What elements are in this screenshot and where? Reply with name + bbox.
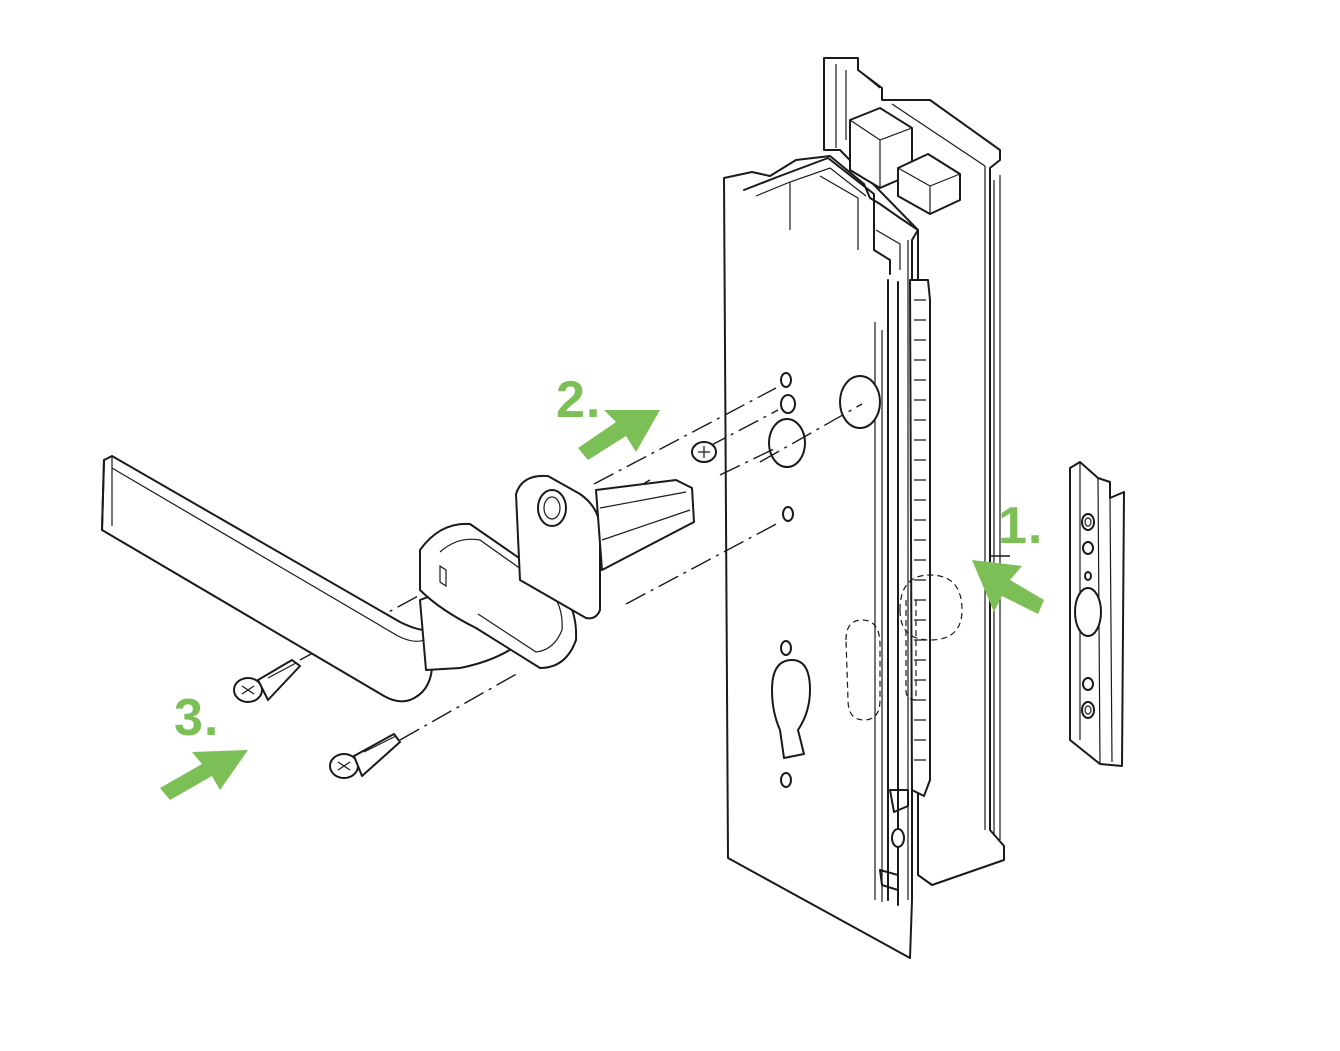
torx-screw-left [233,659,301,703]
step-label-1: 1. [998,497,1044,555]
step-label-3: 3. [174,689,220,747]
arrow-icon-step-1 [972,560,1044,614]
step-label-2: 2. [556,371,602,429]
gearbox-plate [1069,461,1125,767]
window-frame-profile [723,57,1005,959]
torx-screw-top [691,441,717,463]
torx-screw-bottom [329,733,401,779]
arrow-icon-step-2 [578,410,660,460]
profile-holes [768,372,963,848]
window-handle [101,455,695,703]
gear-rack-teeth [914,299,926,761]
arrow-icon-step-3 [160,750,248,800]
